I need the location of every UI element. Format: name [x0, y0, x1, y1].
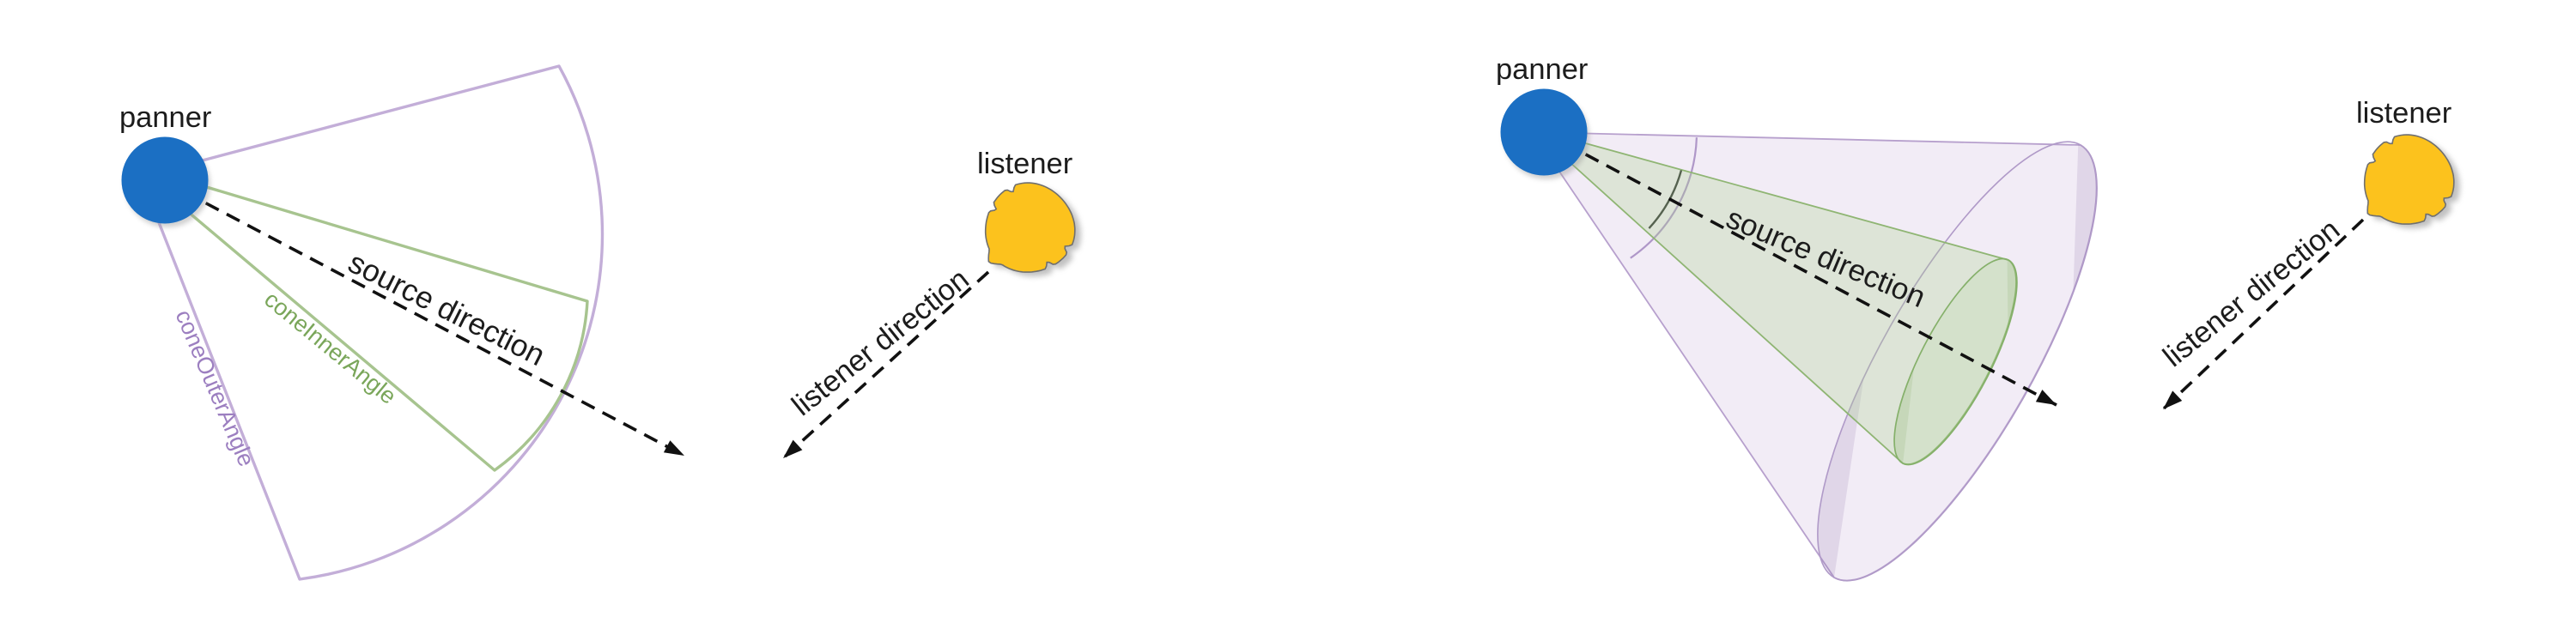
svg-text:listener: listener — [977, 148, 1072, 180]
svg-text:panner: panner — [119, 101, 211, 134]
svg-text:listener: listener — [2356, 97, 2451, 130]
svg-text:panner: panner — [1496, 53, 1588, 86]
